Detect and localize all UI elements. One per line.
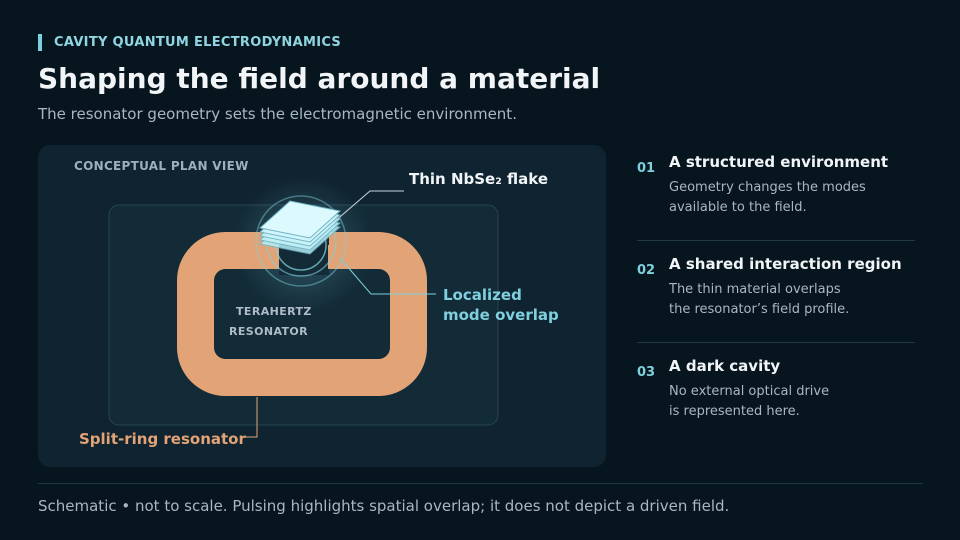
point-body-line: the resonator’s field profile. — [669, 302, 850, 317]
eyebrow: CAVITY QUANTUM ELECTRODYNAMICS — [38, 34, 341, 51]
resonator-inner-label: TERAHERTZ RESONATOR — [214, 302, 334, 342]
point-body-line: available to the field. — [669, 200, 807, 215]
overlap-leader-line — [339, 257, 436, 295]
mode-ring-outer — [255, 195, 347, 287]
point-item: 03 A dark cavity No external optical dri… — [637, 357, 915, 422]
point-body-line: Geometry changes the modes — [669, 180, 866, 195]
point-item: 01 A structured environment Geometry cha… — [637, 153, 915, 218]
divider — [637, 342, 915, 343]
footer-divider — [38, 483, 923, 484]
inner-label-line1: TERAHERTZ — [236, 305, 312, 318]
point-body-line: is represented here. — [669, 404, 800, 419]
overlap-label: Localized mode overlap — [443, 285, 559, 325]
point-body-line: The thin material overlaps — [669, 282, 841, 297]
point-item: 02 A shared interaction region The thin … — [637, 255, 915, 320]
page-title: Shaping the field around a material — [38, 62, 601, 95]
diagram-panel: CONCEPTUAL PLAN VIEW Thin NbSe₂ flake Lo… — [38, 145, 606, 467]
flake-label: Thin NbSe₂ flake — [409, 170, 548, 188]
page-subtitle: The resonator geometry sets the electrom… — [38, 105, 517, 123]
resonator-leader-line — [242, 397, 258, 438]
divider — [637, 240, 915, 241]
overlap-label-line2: mode overlap — [443, 306, 559, 324]
point-number: 02 — [637, 263, 656, 278]
point-body: No external optical drive is represented… — [669, 382, 915, 422]
point-number: 01 — [637, 161, 656, 176]
overlap-label-line1: Localized — [443, 286, 522, 304]
panel-label: CONCEPTUAL PLAN VIEW — [74, 159, 249, 173]
footer-note: Schematic • not to scale. Pulsing highli… — [38, 497, 730, 515]
eyebrow-accent-bar — [38, 34, 42, 51]
point-heading: A dark cavity — [669, 357, 781, 375]
point-body: The thin material overlaps the resonator… — [669, 280, 915, 320]
eyebrow-text: CAVITY QUANTUM ELECTRODYNAMICS — [54, 35, 342, 50]
key-points: 01 A structured environment Geometry cha… — [637, 148, 915, 422]
nbse2-flake — [258, 200, 342, 255]
resonator-diagram — [108, 175, 499, 438]
gap-pad-left — [266, 245, 272, 269]
resonator-label: Split-ring resonator — [79, 430, 246, 448]
point-heading: A shared interaction region — [669, 255, 902, 273]
point-body: Geometry changes the modes available to … — [669, 178, 915, 218]
point-body-line: No external optical drive — [669, 384, 830, 399]
point-number: 03 — [637, 365, 656, 380]
flake-leader-line — [333, 190, 404, 223]
inner-label-line2: RESONATOR — [229, 325, 309, 338]
point-heading: A structured environment — [669, 153, 889, 171]
gap-pad-right — [328, 245, 334, 269]
